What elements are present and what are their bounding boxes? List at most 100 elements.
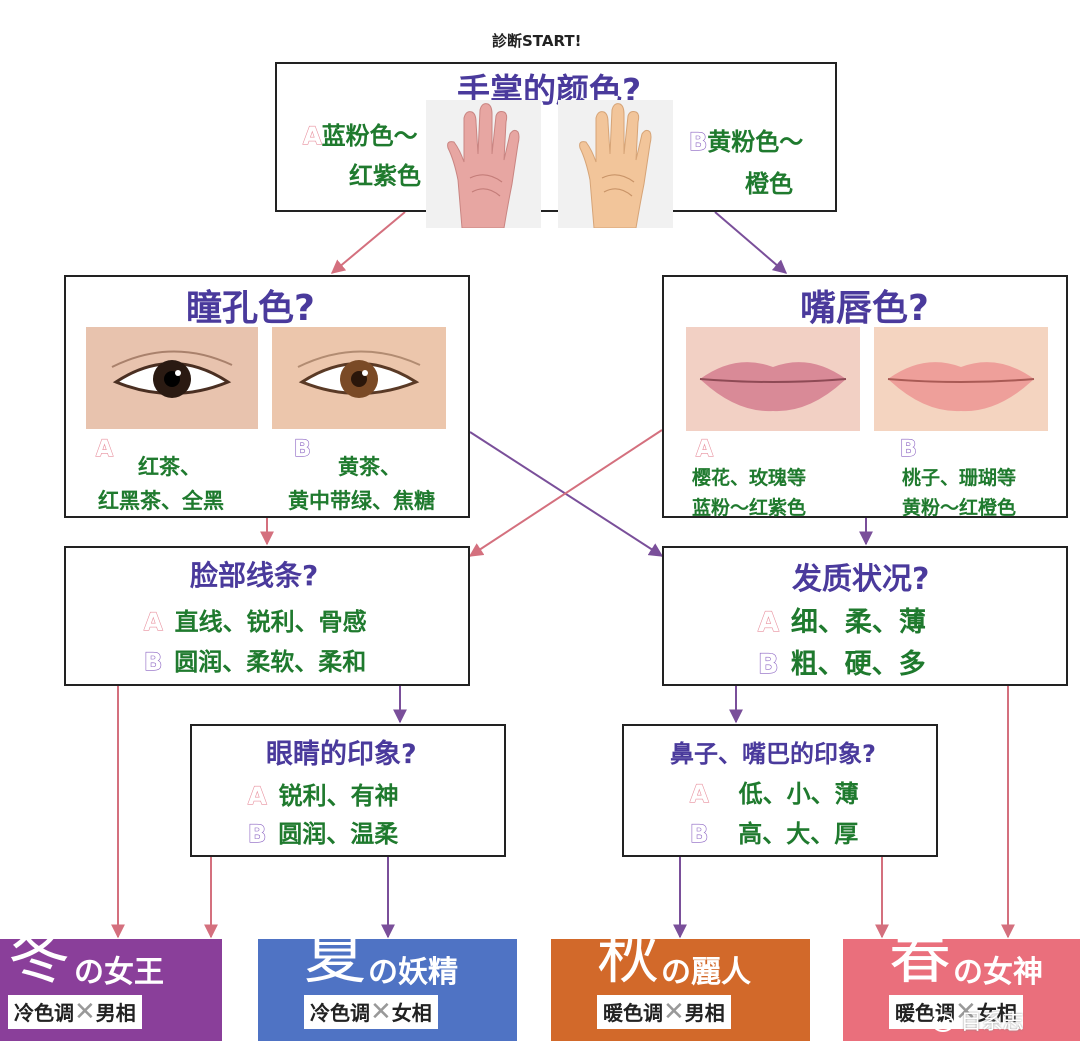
wechat-icon — [932, 1014, 954, 1032]
eye-photo-dark — [86, 327, 258, 429]
badge-a: A — [757, 606, 779, 638]
option-a: A蓝粉色～ — [302, 116, 418, 151]
option-b: B黄粉色～ — [688, 122, 804, 157]
option-a: A 细、柔、薄 — [757, 600, 926, 639]
question-palm-color: 手掌的颜色? A蓝粉色～ 红紫色 B黄粉色～ 橙色 — [275, 62, 837, 212]
result-title: の女王 — [74, 955, 164, 990]
result-subtitle: 暖色调✕女相 — [889, 995, 1023, 1029]
option-a-badge: A — [695, 436, 714, 462]
option-a: A 锐利、有神 — [247, 776, 399, 811]
badge-b: B — [757, 648, 779, 680]
palm-photo-yellowpink — [558, 100, 673, 228]
badge-a: A — [689, 779, 709, 808]
watermark-text: 目系志 — [960, 1010, 1024, 1034]
option-a-line2: 蓝粉～红紫色 — [692, 497, 807, 519]
option-a-line2: 红紫色 — [349, 162, 421, 190]
question-hair-condition: 发质状况? A 细、柔、薄 B 粗、硬、多 — [662, 546, 1068, 686]
tone-label: 冷色调 — [310, 1001, 370, 1025]
option-a: A 低、小、薄 — [689, 774, 859, 809]
tone-label: 暖色调 — [603, 1001, 663, 1025]
option-a-line2: 红黑茶、全黑 — [98, 489, 224, 513]
result-subtitle: 暖色调✕男相 — [597, 995, 731, 1029]
result-spring: 春 の女神 暖色调✕女相 — [843, 925, 1080, 1041]
option-a-text: 低、小、薄 — [738, 780, 859, 808]
option-b-line2: 黄中带绿、焦糖 — [288, 489, 435, 513]
lip-photo-cool — [686, 327, 860, 431]
badge-b: B — [688, 127, 708, 156]
question-title: 鼻子、嘴巴的印象? — [670, 740, 876, 768]
question-face-lines: 脸部线条? A 直线、锐利、骨感 B 圆润、柔软、柔和 — [64, 546, 470, 686]
option-b-badge: B — [899, 436, 917, 462]
result-title: の妖精 — [368, 955, 458, 990]
arrow-q1-to-q2 — [330, 211, 406, 274]
badge-a: A — [247, 781, 267, 810]
option-b-line2: 橙色 — [745, 170, 793, 198]
start-label: 診断START! — [492, 32, 582, 50]
option-b-text: 高、大、厚 — [738, 820, 859, 848]
eye-photo-light — [272, 327, 446, 429]
option-b-line1: 黄粉色～ — [707, 128, 804, 156]
option-b-line1: 黄茶、 — [338, 455, 401, 479]
badge-b: B — [143, 647, 163, 676]
badge-a: A — [302, 121, 322, 150]
option-a-line1: 蓝粉色～ — [321, 122, 418, 150]
option-a: A 直线、锐利、骨感 — [143, 602, 367, 637]
option-a-text: 锐利、有神 — [278, 782, 399, 810]
question-pupil-color: 瞳孔色? A 红茶、 红黑茶、全黑 B 黄茶、 黄中带绿、焦糖 — [64, 275, 470, 518]
badge-b: B — [293, 436, 311, 462]
option-a-line1: 红茶、 — [138, 455, 201, 479]
option-b-line1: 桃子、珊瑚等 — [902, 467, 1017, 489]
badge-b: B — [899, 436, 917, 462]
cross-mark: ✕ — [663, 997, 685, 1027]
watermark: 目系志 — [932, 1006, 1024, 1036]
result-season-char: 春 — [889, 919, 952, 992]
face-label: 男相 — [95, 1001, 136, 1025]
result-autumn: 秋 の麗人 暖色调✕男相 — [551, 925, 810, 1041]
result-winter: 冬 の女王 冷色调✕男相 — [0, 925, 222, 1041]
question-nose-mouth-impression: 鼻子、嘴巴的印象? A 低、小、薄 B 高、大、厚 — [622, 724, 938, 857]
result-season-char: 秋 — [597, 919, 660, 992]
option-b-text: 粗、硬、多 — [790, 649, 926, 680]
cross-mark: ✕ — [955, 997, 977, 1027]
cross-mark: ✕ — [370, 997, 392, 1027]
badge-a: A — [695, 436, 714, 462]
result-subtitle: 冷色调✕男相 — [8, 995, 142, 1029]
option-b: B 圆润、温柔 — [247, 814, 399, 849]
badge-b: B — [247, 819, 267, 848]
option-b-badge: B — [293, 436, 311, 462]
option-b: B 高、大、厚 — [689, 814, 859, 849]
cross-mark: ✕ — [74, 997, 96, 1027]
question-title: 瞳孔色? — [186, 288, 315, 329]
option-b-text: 圆润、温柔 — [278, 820, 399, 848]
question-title: 嘴唇色? — [800, 288, 929, 329]
arrow-q1-to-q3 — [714, 211, 788, 274]
option-a-badge: A — [95, 436, 114, 462]
face-label: 女相 — [391, 1001, 432, 1025]
option-a-text: 细、柔、薄 — [790, 607, 926, 638]
lip-photo-warm — [874, 327, 1048, 431]
option-b-line2: 黄粉～红橙色 — [902, 497, 1017, 519]
face-label: 女相 — [976, 1001, 1017, 1025]
option-b-text: 圆润、柔软、柔和 — [174, 648, 367, 676]
badge-b: B — [689, 819, 709, 848]
question-title: 眼睛的印象? — [266, 739, 417, 770]
result-title: の麗人 — [661, 955, 751, 990]
result-season-char: 冬 — [8, 919, 71, 992]
question-lip-color: 嘴唇色? A 樱花、玫瑰等 蓝粉～红紫色 B 桃子、珊瑚等 黄粉～红橙色 — [662, 275, 1068, 519]
option-b: B 圆润、柔软、柔和 — [143, 642, 367, 677]
result-season-char: 夏 — [304, 919, 367, 992]
option-a-text: 直线、锐利、骨感 — [174, 608, 367, 636]
badge-a: A — [95, 436, 114, 462]
arrow-q3-to-q4 — [468, 429, 663, 557]
result-subtitle: 冷色调✕女相 — [304, 995, 438, 1029]
question-title: 发质状况? — [792, 562, 930, 597]
badge-a: A — [143, 607, 163, 636]
tone-label: 冷色调 — [14, 1001, 74, 1025]
result-title: の女神 — [953, 955, 1043, 990]
option-b: B 粗、硬、多 — [757, 642, 926, 681]
result-summer: 夏 の妖精 冷色调✕女相 — [258, 925, 517, 1041]
palm-photo-bluepink — [426, 100, 541, 228]
option-a-line1: 樱花、玫瑰等 — [692, 467, 807, 489]
question-title: 脸部线条? — [190, 559, 319, 592]
